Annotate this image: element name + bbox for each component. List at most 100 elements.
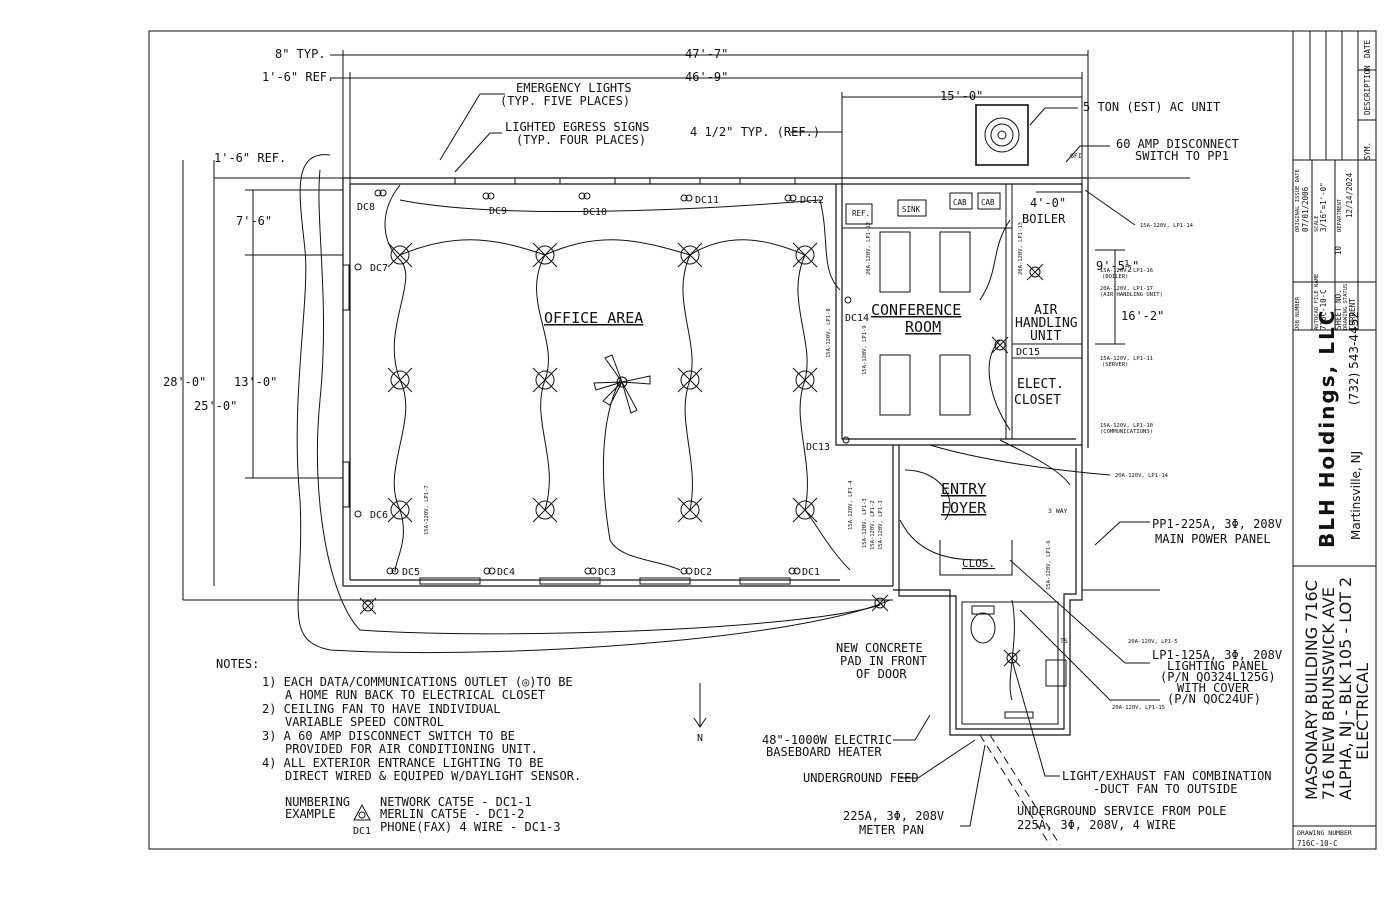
tb-phone: (732) 543-4452 — [1347, 311, 1361, 405]
data-outlet-dc10: DC10 — [578, 192, 607, 218]
callout-pp1-line2: MAIN POWER PANEL — [1155, 532, 1271, 546]
note-1-line2: A HOME RUN BACK TO ELECTRICAL CLOSET — [285, 688, 545, 702]
tb-department-date: 12/14/2024 — [1345, 172, 1354, 218]
callout-meter-line1: 225A, 3Φ, 208V — [843, 809, 944, 823]
data-outlet-dc9: DC9 — [482, 192, 507, 217]
note-4-line1: 4) ALL EXTERIOR ENTRANCE LIGHTING TO BE — [262, 756, 544, 770]
callout-fan-line2: -DUCT FAN TO OUTSIDE — [1093, 782, 1238, 796]
circuit-lp1-14b: 20A-120V, LP1-14 — [1115, 473, 1169, 479]
circuit-lp1-16: 15A-120V, LP1-16 — [1100, 268, 1153, 274]
circuit-lp1-17-note: (AIR HANDLING UNIT) — [1100, 292, 1163, 298]
dc5-label: DC5 — [402, 567, 420, 578]
label-ts: TS — [1060, 637, 1068, 645]
callout-heater-line1: 48"-1000W ELECTRIC — [762, 733, 892, 747]
light-fixture-icon — [532, 242, 558, 268]
light-fixture-icon — [871, 594, 889, 612]
label-gfi-disconnect: GFI — [1070, 152, 1082, 160]
tb-title-line2: 716 NEW BRUNSWICK AVE — [1319, 587, 1338, 800]
bathroom-fixtures — [970, 605, 1067, 719]
tb-title-line1: MASONARY BUILDING 716C — [1302, 580, 1321, 800]
tb-company: BLH Holdings, LLC — [1315, 309, 1339, 548]
tb-orig-issue-label: ORIGINAL ISSUE DATE — [1295, 169, 1301, 232]
tb-drawing-number-label: DRAWING NUMBER — [1297, 829, 1352, 837]
conference-table — [845, 192, 1001, 416]
dc9-label: DC9 — [489, 206, 507, 217]
data-outlet-dc2: DC2 — [680, 567, 712, 578]
data-outlet-symbol-icon — [353, 803, 371, 821]
data-outlet-dc7: DC7 — [354, 263, 388, 274]
data-outlet-dc5: DC5 — [386, 567, 420, 578]
room-closet: CLOS. — [962, 557, 995, 570]
label-3-way: 3 WAY — [1048, 507, 1068, 515]
callout-emergency-line1: EMERGENCY LIGHTS — [516, 81, 632, 95]
dc12-label: DC12 — [800, 195, 824, 206]
callout-lp1-line5: (P/N QOC24UF) — [1167, 692, 1261, 706]
circuit-lp1-16-note: (BOILER) — [1102, 274, 1129, 280]
tb-title-line3: ALPHA, NJ - BLK 105 - LOT 2 — [1336, 577, 1355, 800]
label-cab-2: CAB — [981, 198, 995, 207]
dc7-label: DC7 — [370, 263, 388, 274]
room-conference-line1: CONFERENCE — [871, 301, 961, 319]
dc2-label: DC2 — [694, 567, 712, 578]
dc14-label: DC14 — [845, 313, 869, 324]
callout-emergency-line2: (TYP. FIVE PLACES) — [500, 94, 630, 108]
circuit-lp1-15: 20A-120V, LP1-15 — [1112, 705, 1165, 711]
callout-egress-line1: LIGHTED EGRESS SIGNS — [505, 120, 650, 134]
data-outlet-dc13: DC13 — [806, 436, 850, 453]
tb-status-label: DRAWING STATUS — [1343, 284, 1349, 330]
room-air-line3: UNIT — [1030, 329, 1061, 344]
data-outlet-dc3: DC3 — [584, 567, 616, 578]
room-elect-line1: ELECT. — [1017, 377, 1064, 392]
room-entry-line2: FOYER — [941, 499, 987, 517]
dim-46-9: 46'-9" — [685, 70, 728, 84]
room-entry-line1: ENTRY — [941, 480, 986, 498]
light-fixture-icon — [359, 597, 377, 615]
callout-lp1-line4: WITH COVER — [1177, 681, 1250, 695]
callout-lp1-line1: LP1-125A, 3Φ, 208V — [1152, 648, 1282, 662]
note-3-line2: PROVIDED FOR AIR CONDITIONING UNIT. — [285, 742, 538, 756]
light-fixture-icon — [677, 242, 703, 268]
circuit-lp1-10-note: (COMMUNICATIONS) — [1100, 429, 1153, 435]
circuit-lp1-6: 15A-120V, LP1-6 — [1046, 540, 1052, 590]
circuit-lp1-11-note: (SERVER) — [1102, 362, 1129, 368]
data-outlet-dc12: DC12 — [784, 194, 824, 206]
title-block: SYM. DESCRIPTION DATE ORIGINAL ISSUE DAT… — [1293, 31, 1376, 848]
tb-city: Martinsville, NJ — [1349, 451, 1363, 540]
callout-fan-line1: LIGHT/EXHAUST FAN COMBINATION — [1062, 769, 1272, 783]
callout-pad-line3: OF DOOR — [856, 667, 907, 681]
note-2-line2: VARIABLE SPEED CONTROL — [285, 715, 444, 729]
callout-disconnect-line1: 60 AMP DISCONNECT — [1116, 137, 1239, 151]
callout-underground-feed: UNDERGROUND FEED — [803, 771, 919, 785]
example-network: NETWORK CAT5E - DC1-1 — [380, 795, 532, 809]
data-outlet-dc6: DC6 — [354, 510, 388, 521]
circuit-labels: 15A-120V, LP1-14 15A-120V, LP1-16 (BOILE… — [1100, 223, 1194, 711]
light-fixture-icon — [387, 367, 413, 393]
dc10-label: DC10 — [583, 207, 607, 218]
tb-title-line4: ELECTRICAL — [1353, 663, 1372, 760]
example-phone: PHONE(FAX) 4 WIRE - DC1-3 — [380, 820, 561, 834]
dc13-label: DC13 — [806, 442, 830, 453]
tb-sheet: 10 — [1334, 245, 1343, 255]
light-fixtures — [359, 242, 1044, 667]
light-fixture-icon — [792, 497, 818, 523]
dim-1-6-ref-left: 1'-6" REF. — [214, 151, 286, 165]
light-fixture-icon — [387, 497, 413, 523]
dc6-label: DC6 — [370, 510, 388, 521]
dim-1-6-ref: 1'-6" REF. — [262, 70, 334, 84]
circuit-lp1-14: 15A-120V, LP1-14 — [1140, 223, 1194, 229]
tb-col-description: DESCRIPTION — [1363, 65, 1372, 115]
callout-labels: EMERGENCY LIGHTS (TYP. FIVE PLACES) LIGH… — [500, 81, 1282, 837]
circuit-lp1-5: 20A-120V, LP1-5 — [1128, 639, 1178, 645]
data-outlet-dc1: DC1 — [788, 567, 820, 578]
label-dc15: DC15 — [1016, 347, 1040, 358]
label-sink: SINK — [902, 205, 921, 214]
data-outlet-dc8: DC8 — [357, 189, 387, 213]
callout-egress-line2: (TYP. FOUR PLACES) — [516, 133, 646, 147]
room-air-line2: HANDLING — [1015, 316, 1078, 331]
leader-lines — [439, 93, 1160, 846]
tb-status: CURRENT — [1348, 298, 1357, 330]
ac-unit-box — [975, 104, 1029, 166]
note-4-line2: DIRECT WIRED & EQUIPED W/DAYLIGHT SENSOR… — [285, 769, 581, 783]
circuit-lp1-17: 20A-120V, LP1-17 — [1100, 286, 1153, 292]
dim-9-5: 9'-5½" — [1096, 259, 1139, 273]
